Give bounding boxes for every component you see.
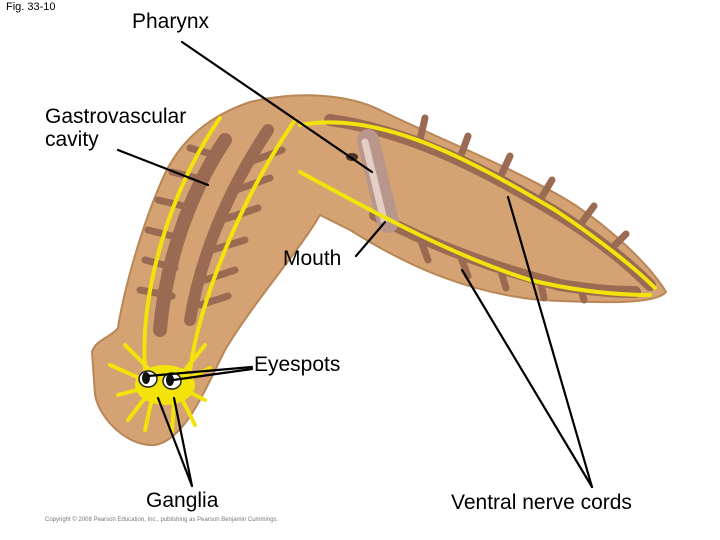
copyright-notice: Copyright © 2008 Pearson Education, Inc.… [45, 517, 279, 523]
ventral-leader-a [506, 195, 594, 489]
gut-branch [416, 234, 588, 304]
ventral-nerve-cord-right [188, 118, 297, 372]
eyespots-leader-left [146, 365, 254, 378]
ganglia-leader-left [156, 396, 194, 488]
figure-number: Fig. 33-10 [6, 1, 56, 13]
ventral-nerve-cord-left [142, 116, 222, 372]
gastrovascular-leader [116, 148, 210, 187]
mouth-leader [354, 220, 387, 258]
ventral-nerve-cord-lower [298, 170, 652, 297]
ganglia-leader-right [172, 396, 194, 488]
label-ganglia: Ganglia [146, 489, 219, 512]
label-gastrovascular-cavity: Gastrovascular cavity [45, 105, 187, 151]
ventral-leader-b [460, 268, 594, 489]
label-pharynx: Pharynx [132, 10, 210, 33]
label-mouth: Mouth [283, 247, 342, 270]
pharynx-leader [180, 40, 374, 174]
pharynx-highlight [361, 138, 388, 224]
gut-trunk-center [184, 124, 274, 326]
gut-branch [416, 114, 630, 254]
nervous-system [142, 116, 657, 372]
label-eyespots: Eyespots [254, 353, 341, 376]
eyespot-left-pupil [142, 372, 150, 384]
leader-lines [116, 40, 594, 489]
eyespot-right-pupil [166, 374, 174, 386]
eyespots-leader-right [171, 367, 254, 382]
ventral-nerve-cord-upper [298, 120, 657, 290]
label-ventral-nerve-cords: Ventral nerve cords [451, 491, 632, 514]
